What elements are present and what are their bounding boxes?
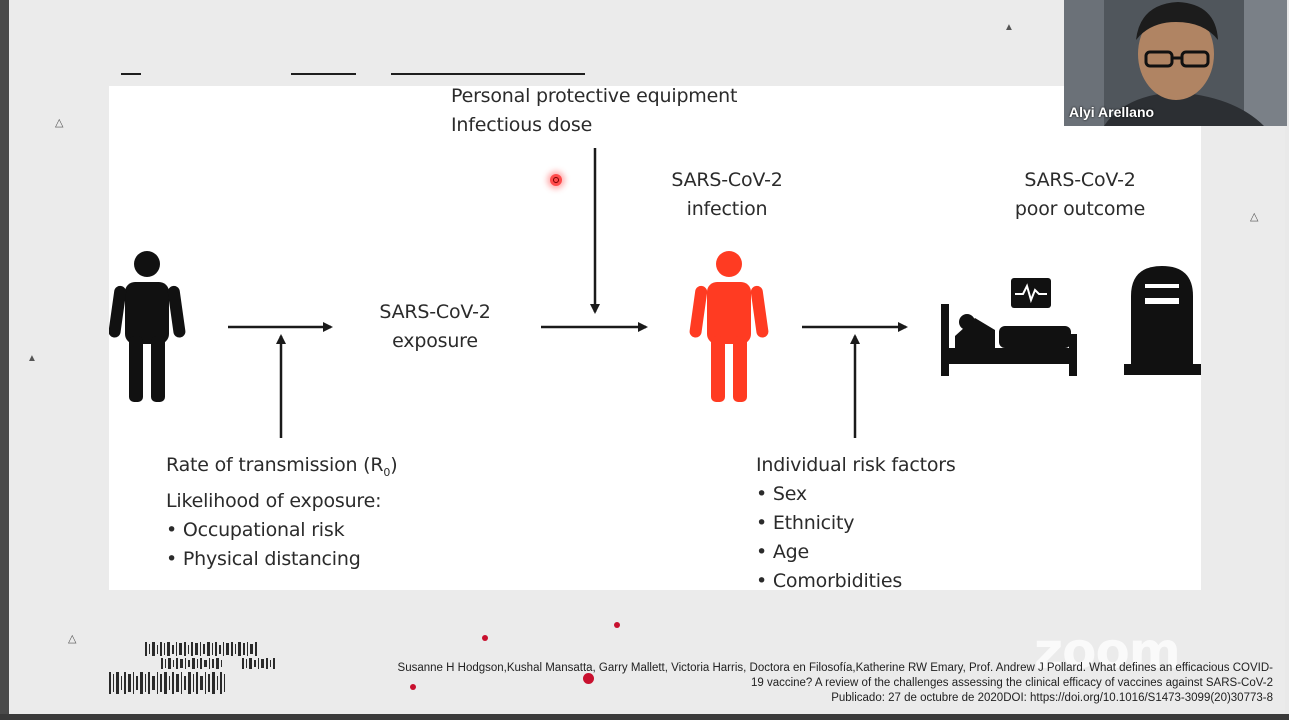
- header-rule-1: [121, 73, 141, 75]
- bullet-item: • Sex: [756, 483, 807, 505]
- diagram-panel: Personal protective equipment Infectious…: [109, 85, 1201, 592]
- triangle-outline-icon: △: [68, 633, 77, 645]
- triangle-filled-icon: ▲: [1004, 22, 1014, 33]
- bullet-item: • Occupational risk: [166, 518, 345, 541]
- infectious-dose-label: Infectious dose: [451, 114, 593, 136]
- window-bottom-edge: [0, 714, 1289, 720]
- header-rule-3: [391, 73, 585, 75]
- participant-avatar: [1064, 0, 1287, 126]
- bullet-item: • Physical distancing: [166, 547, 361, 570]
- citation-line: Publicado: 27 de octubre de 2020DOI: htt…: [831, 692, 1273, 704]
- bullet-item: • Ethnicity: [756, 512, 855, 534]
- bullet-item: • Comorbidities: [756, 570, 903, 592]
- bullet-item: • Age: [756, 541, 809, 563]
- decor-dot: [410, 684, 416, 690]
- decor-dot: [614, 622, 620, 628]
- likelihood-label: Likelihood of exposure:: [166, 489, 382, 512]
- rate-of-transmission-label: Rate of transmission (R0): [166, 454, 398, 479]
- laser-pointer-cursor: [550, 174, 562, 186]
- window-left-edge: [0, 0, 9, 720]
- barcode-logo: [109, 642, 275, 694]
- zoom-watermark: zoom: [1034, 622, 1181, 680]
- participant-name: Alyi Arellano: [1069, 104, 1155, 120]
- heart-monitor-icon: [1011, 278, 1051, 308]
- citation-line: Susanne H Hodgson,Kushal Mansatta, Garry…: [397, 662, 1273, 674]
- hospital-bed-icon: [941, 304, 1077, 376]
- gravestone-icon: [1124, 266, 1201, 375]
- diagram-graphics: [109, 148, 1201, 438]
- header-rule-2: [291, 73, 356, 75]
- infection-label: SARS-CoV-2 infection: [671, 169, 783, 220]
- decor-dot: [482, 635, 488, 641]
- risk-factors: Individual risk factors • Sex • Ethnicit…: [756, 451, 956, 596]
- exposure-label: SARS-CoV-2 exposure: [379, 301, 491, 352]
- citation-text: Susanne H Hodgson,Kushal Mansatta, Garry…: [313, 661, 1273, 706]
- person-icon: [109, 251, 186, 402]
- decor-dot: [583, 673, 594, 684]
- risk-factors-heading: Individual risk factors: [756, 454, 956, 476]
- triangle-outline-icon: △: [55, 117, 64, 129]
- triangle-outline-icon: △: [1250, 211, 1259, 223]
- infected-person-icon: [689, 251, 769, 402]
- participant-video-tile[interactable]: Alyi Arellano: [1064, 0, 1287, 126]
- transmission-factors: Rate of transmission (R0) Likelihood of …: [166, 451, 398, 574]
- ppe-label: Personal protective equipment: [451, 85, 738, 107]
- triangle-filled-icon: ▲: [27, 353, 37, 364]
- citation-line: 19 vaccine? A review of the challenges a…: [750, 677, 1273, 689]
- outcome-label: SARS-CoV-2 poor outcome: [1014, 169, 1146, 220]
- top-factors-text: Personal protective equipment Infectious…: [451, 82, 737, 140]
